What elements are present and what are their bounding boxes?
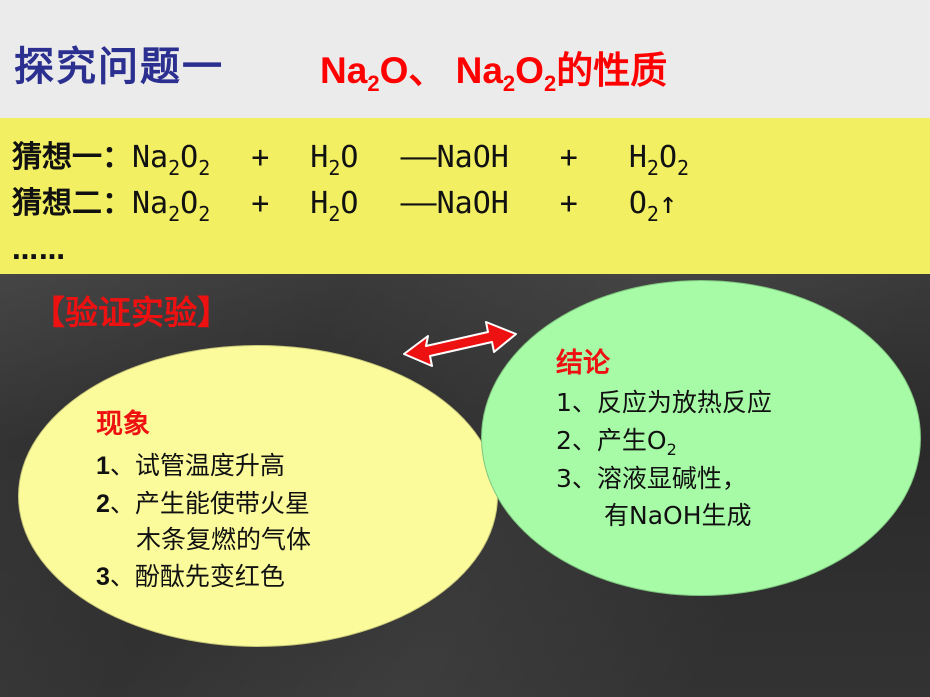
phenomena-ellipse — [18, 345, 498, 647]
phenomena-title: 现象 — [96, 409, 150, 440]
hypotheses-band — [0, 118, 930, 274]
title-band: 探究问题一 Na2O、 Na2O2的性质 — [0, 0, 930, 118]
conclusion-item-3-cont: 有NaOH生成 — [604, 501, 752, 530]
conclusion-item-3: 3、溶液显碱性， — [556, 464, 747, 493]
phenomena-item-2: 2、产生能使带火星 — [96, 489, 310, 518]
phenomena-item-3: 3、酚酞先变红色 — [96, 562, 285, 591]
page-title: 探究问题一 — [14, 44, 224, 90]
title-compounds: Na2O、 Na2O2的性质 — [320, 50, 668, 96]
phenomena-item-2-cont: 木条复燃的气体 — [136, 525, 312, 554]
hypothesis-2: 猜想二：Na2O2+H2O——NaOH+O2↑ — [12, 186, 677, 226]
conclusion-ellipse — [481, 280, 921, 596]
conclusion-item-2: 2、产生O2 — [556, 426, 677, 459]
phenomena-item-1: 1、试管温度升高 — [96, 451, 285, 480]
conclusion-item-1: 1、反应为放热反应 — [556, 388, 772, 417]
hypothesis-1: 猜想一：Na2O2+H2O——NaOH+H2O2 — [12, 140, 690, 180]
conclusion-title: 结论 — [556, 348, 610, 379]
double-arrow-icon — [403, 321, 517, 367]
section-label-verification: 【验证实验】 — [32, 293, 230, 332]
ellipsis: …… — [12, 236, 66, 266]
